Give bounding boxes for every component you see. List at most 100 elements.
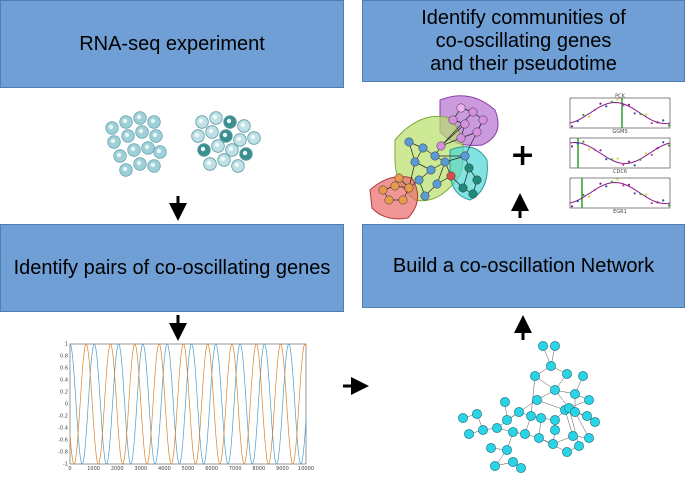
panel-bottom-label: GGMS bbox=[612, 129, 627, 135]
pseudotime-point bbox=[605, 185, 608, 188]
community-node bbox=[410, 157, 420, 167]
cell-nucleus bbox=[110, 138, 116, 144]
cell-nucleus bbox=[122, 118, 128, 124]
x-tick-label: 7000 bbox=[229, 466, 242, 472]
pseudotime-point bbox=[650, 122, 653, 125]
co-oscillation-node bbox=[568, 431, 578, 441]
x-tick-label: 6000 bbox=[205, 466, 218, 472]
pseudotime-point bbox=[588, 195, 591, 198]
communities-line3: and their pseudotime bbox=[430, 52, 617, 75]
pseudotime-point bbox=[622, 184, 625, 187]
cell-nucleus bbox=[144, 144, 150, 150]
community-edge bbox=[464, 119, 484, 157]
pseudotime-point bbox=[610, 100, 613, 103]
y-tick-label: -0.4 bbox=[58, 426, 68, 432]
pseudotime-curve bbox=[569, 101, 671, 125]
pseudotime-point bbox=[639, 112, 642, 116]
community-node bbox=[468, 189, 478, 199]
rnaseq-experiment-box: RNA-seq experiment bbox=[0, 0, 344, 88]
pseudotime-point bbox=[650, 202, 653, 205]
cell-nucleus bbox=[228, 146, 234, 152]
y-tick-label: -1 bbox=[63, 462, 68, 468]
community-network bbox=[369, 95, 499, 220]
cell-nucleus bbox=[136, 160, 142, 166]
co-oscillation-node bbox=[502, 445, 512, 455]
community-node bbox=[414, 175, 424, 185]
plus-symbol: + bbox=[510, 138, 536, 173]
community-node bbox=[440, 157, 450, 167]
pseudotime-point bbox=[656, 201, 659, 204]
co-oscillation-node bbox=[536, 413, 546, 423]
co-oscillation-node bbox=[472, 409, 482, 419]
co-oscillation-node bbox=[550, 425, 560, 435]
pseudotime-panel-frame bbox=[569, 137, 671, 169]
pseudotime-point bbox=[570, 145, 574, 148]
panel-top-label: PCK bbox=[615, 94, 626, 100]
x-tick-label: 9000 bbox=[276, 466, 289, 472]
x-tick-label: 2000 bbox=[111, 466, 124, 472]
community-node bbox=[436, 141, 446, 151]
pseudotime-point bbox=[570, 205, 574, 208]
x-tick-label: 3000 bbox=[134, 466, 147, 472]
y-tick-label: 0 bbox=[65, 402, 68, 408]
community-node bbox=[460, 151, 470, 161]
community-node bbox=[446, 171, 456, 181]
co-oscillation-node bbox=[584, 433, 594, 443]
pseudotime-point bbox=[616, 178, 619, 181]
co-oscillation-node bbox=[520, 429, 530, 439]
community-node bbox=[404, 183, 414, 193]
cell-nucleus bbox=[234, 162, 240, 168]
community-node bbox=[394, 173, 404, 183]
pseudotime-point bbox=[662, 199, 665, 202]
cell-nucleus bbox=[130, 146, 136, 152]
co-oscillation-node bbox=[570, 407, 580, 417]
wave-series-1 bbox=[69, 343, 307, 465]
pseudotime-point bbox=[582, 140, 585, 143]
community-edge bbox=[440, 111, 474, 147]
co-oscillation-node bbox=[550, 385, 560, 395]
co-oscillation-node bbox=[582, 411, 592, 421]
y-tick-label: -0.8 bbox=[58, 450, 68, 456]
co-oscillation-node bbox=[508, 427, 518, 437]
co-oscillation-node bbox=[562, 369, 572, 379]
co-oscillation-node bbox=[458, 413, 468, 423]
pseudotime-point bbox=[627, 183, 631, 186]
y-tick-label: 0.4 bbox=[60, 378, 68, 384]
pseudotime-point bbox=[662, 119, 665, 122]
co-oscillation-edge bbox=[536, 399, 566, 411]
pseudotime-point bbox=[588, 148, 591, 151]
pseudotime-point bbox=[610, 158, 613, 161]
cell-nucleus bbox=[236, 136, 242, 142]
community-node bbox=[460, 119, 470, 129]
x-tick-label: 5000 bbox=[182, 466, 195, 472]
co-oscillation-node bbox=[550, 341, 560, 351]
community-node bbox=[384, 195, 394, 205]
pseudotime-point bbox=[570, 125, 574, 128]
identify-communities-box: Identify communities of co-oscillating g… bbox=[362, 0, 685, 82]
cell-nucleus bbox=[226, 118, 232, 124]
pseudotime-point bbox=[662, 141, 665, 144]
pseudotime-point bbox=[639, 192, 642, 196]
cell-nucleus bbox=[198, 118, 204, 124]
co-oscillation-node bbox=[508, 457, 518, 467]
pseudotime-point bbox=[593, 148, 596, 151]
pseudotime-point bbox=[650, 153, 653, 156]
pseudotime-point bbox=[582, 113, 585, 117]
cell-nucleus bbox=[124, 132, 130, 138]
community-edge bbox=[440, 123, 466, 147]
community-node bbox=[456, 133, 466, 143]
y-tick-label: -0.6 bbox=[58, 438, 68, 444]
pseudotime-point bbox=[599, 182, 602, 185]
pseudotime-point bbox=[633, 164, 636, 167]
community-node bbox=[458, 183, 468, 193]
cell-nucleus bbox=[208, 128, 214, 134]
co-oscillation-node bbox=[532, 395, 542, 405]
pseudotime-point bbox=[576, 200, 579, 203]
cell-nucleus bbox=[150, 118, 156, 124]
rnaseq-label: RNA-seq experiment bbox=[79, 32, 265, 55]
pseudotime-point bbox=[639, 158, 642, 161]
pseudotime-point bbox=[605, 105, 608, 108]
community-node bbox=[430, 151, 440, 161]
